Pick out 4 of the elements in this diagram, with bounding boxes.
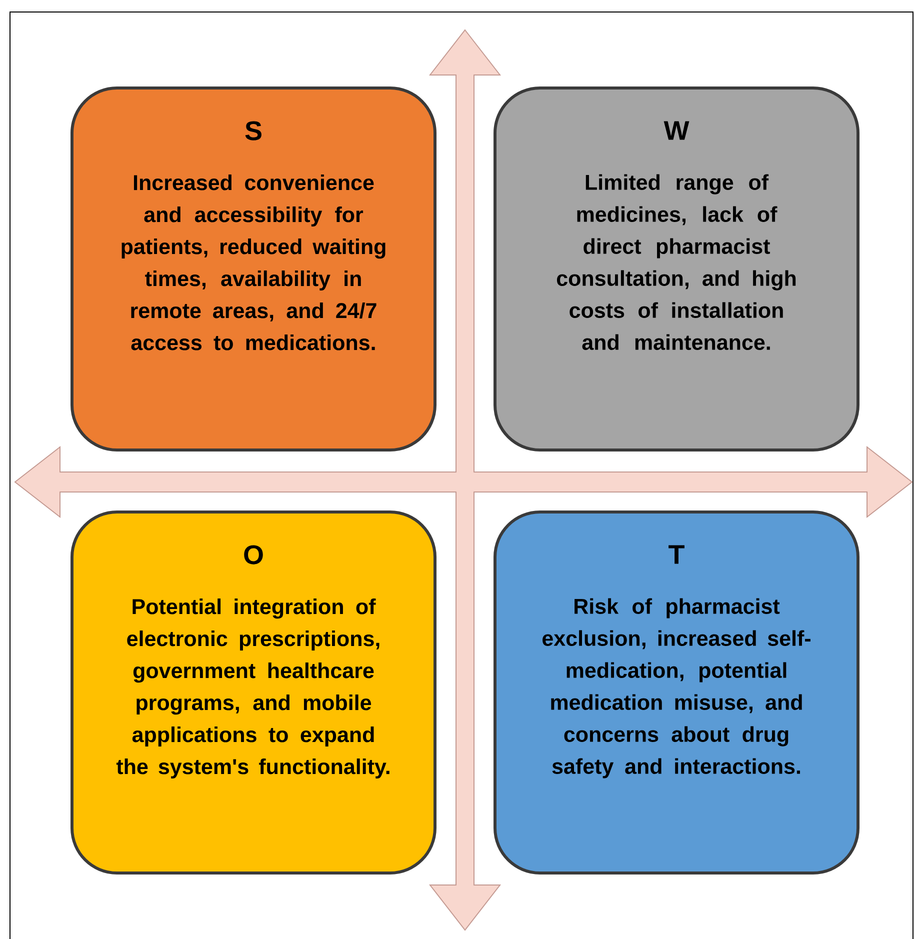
swot-box: O Potential integration of electronic prescriptions, government healthcare programs, and mobile applications to expand the system's functionality. — [70, 510, 436, 874]
swot-box: T Risk of pharmacist exclusion, increased self-medication, potential medication misuse, and concerns about drug safety and interactions. — [494, 510, 860, 874]
swot-box: W Limited range of medicines, lack of direct pharmacist consultation, and high costs of installation and maintenance. — [494, 86, 860, 452]
swot-box: S Increased convenience and accessibility for patients, reduced waiting times, availability in remote areas, and 24/7 access to medications. — [70, 86, 436, 452]
